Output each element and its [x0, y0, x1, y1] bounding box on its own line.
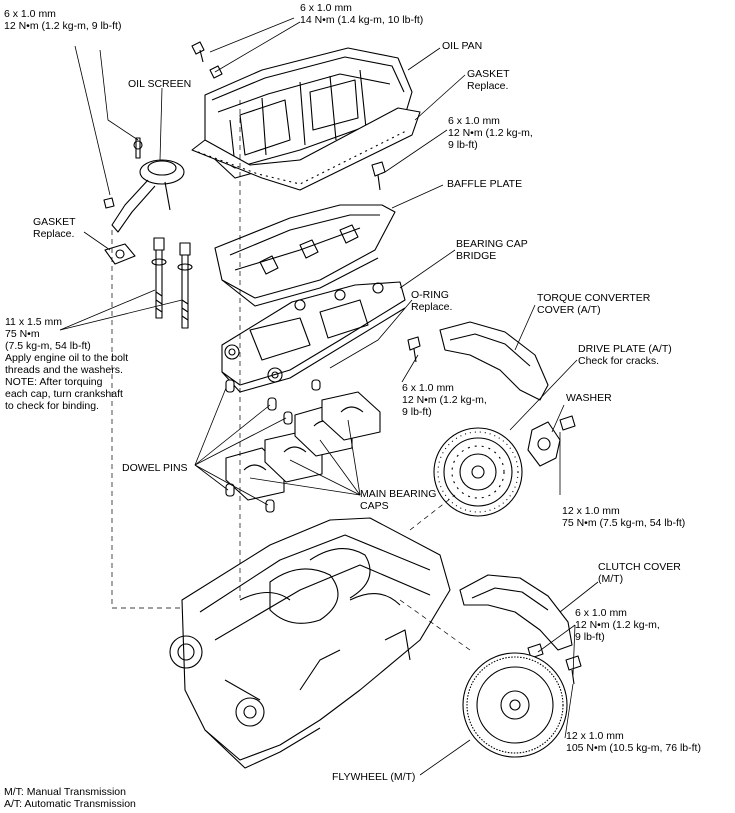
label-bearing-cap-bridge: BEARING CAP BRIDGE	[456, 238, 528, 262]
legend: M/T: Manual Transmission A/T: Automatic …	[4, 786, 136, 810]
bearing-cap-bridge	[221, 281, 406, 393]
label-bolt-drive-plate: 12 x 1.0 mm 75 N•m (7.5 kg-m, 54 lb-ft)	[562, 505, 686, 529]
label-bolt-top-left: 6 x 1.0 mm 12 N•m (1.2 kg-m, 9 lb-ft)	[4, 8, 122, 32]
label-flywheel: FLYWHEEL (M/T)	[332, 771, 416, 783]
drive-plate	[433, 427, 523, 517]
leader-lines	[59, 17, 599, 776]
engine-block	[169, 517, 451, 769]
label-baffle-plate: BAFFLE PLATE	[447, 178, 523, 190]
label-oil-screen: OIL SCREEN	[128, 78, 192, 90]
label-bolt-top-center: 6 x 1.0 mm 14 N•m (1.4 kg-m, 10 lb-ft)	[300, 2, 424, 26]
main-bolts	[151, 237, 193, 329]
washer	[527, 421, 561, 467]
legend-at: A/T: Automatic Transmission	[4, 798, 136, 810]
label-dowel-pins: DOWEL PINS	[122, 462, 188, 474]
main-bearing-caps	[225, 379, 381, 513]
label-bolt-clutch-cover: 6 x 1.0 mm 12 N•m (1.2 kg-m, 9 lb-ft)	[575, 607, 660, 643]
label-bolt-cover: 6 x 1.0 mm 12 N•m (1.2 kg-m, 9 lb-ft)	[402, 382, 487, 418]
label-gasket-screen: GASKET Replace.	[33, 216, 76, 240]
label-o-ring: O-RING Replace.	[411, 289, 453, 313]
label-oil-pan: OIL PAN	[442, 40, 483, 52]
clutch-cover	[459, 574, 573, 651]
label-bolt-flywheel: 12 x 1.0 mm 105 N•m (10.5 kg-m, 76 lb-ft…	[566, 730, 701, 754]
label-drive-plate: DRIVE PLATE (A/T) Check for cracks.	[578, 343, 672, 367]
oil-screen	[111, 137, 185, 233]
label-bolt-baffle: 6 x 1.0 mm 12 N•m (1.2 kg-m, 9 lb-ft)	[448, 115, 533, 151]
torque-converter-cover	[439, 321, 549, 401]
oil-screen-gasket	[104, 243, 136, 265]
label-gasket-pan: GASKET Replace.	[467, 68, 510, 92]
label-clutch-cover: CLUTCH COVER (M/T)	[598, 561, 681, 585]
small-bolts	[103, 41, 582, 685]
label-main-bolt: 11 x 1.5 mm 75 N•m (7.5 kg-m, 54 lb-ft) …	[5, 316, 129, 412]
legend-mt: M/T: Manual Transmission	[4, 786, 126, 798]
baffle-plate	[214, 204, 396, 307]
flywheel	[462, 652, 568, 758]
oil-pan-gasket	[191, 107, 421, 191]
label-washer: WASHER	[566, 392, 612, 404]
alignment-lines	[111, 100, 471, 651]
label-torque-converter-cover: TORQUE CONVERTER COVER (A/T)	[537, 292, 651, 316]
label-main-bearing-caps: MAIN BEARING CAPS	[360, 488, 437, 512]
